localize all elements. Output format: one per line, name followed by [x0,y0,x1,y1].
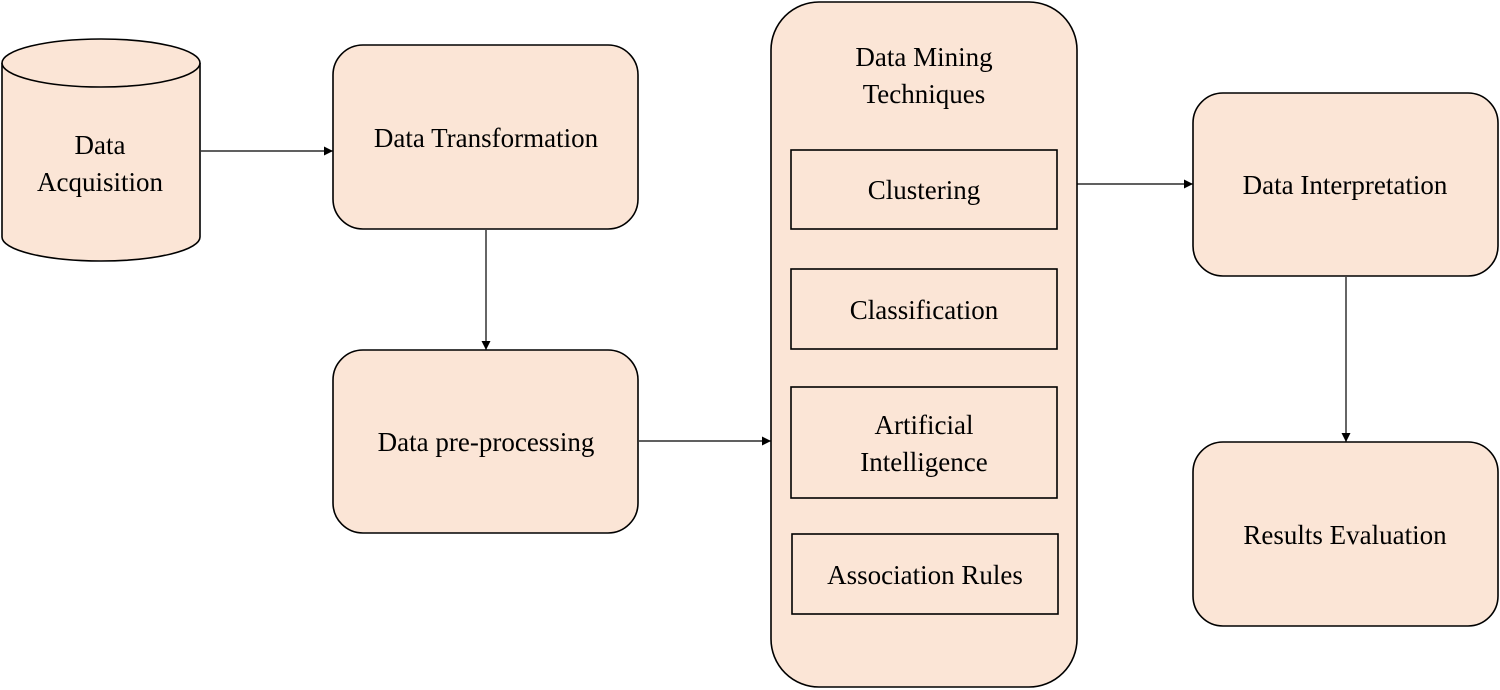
technique-association-rules: Association Rules [791,533,1059,615]
data-transformation-box [332,44,639,230]
technique-classification-label: Classification [850,295,999,325]
data-preprocessing-node: Data pre-processing [332,349,639,534]
data-acquisition-label-line2: Acquisition [37,167,163,197]
data-acquisition-label-line1: Data [75,130,126,160]
data-acquisition-node: Data Acquisition [1,38,201,262]
data-preprocessing-label: Data pre-processing [378,427,595,457]
technique-clustering: Clustering [790,149,1058,230]
technique-association-rules-label: Association Rules [827,560,1023,590]
technique-classification-box [790,268,1058,350]
technique-association-rules-box [791,533,1059,615]
technique-clustering-box [790,149,1058,230]
data-interpretation-node: Data Interpretation [1192,92,1499,277]
technique-artificial-intelligence-line2: Intelligence [860,447,987,477]
cylinder-body [1,63,201,262]
data-mining-title-line2: Techniques [863,79,986,109]
technique-artificial-intelligence-line1: Artificial [875,410,974,440]
data-transformation-node: Data Transformation [332,44,639,230]
data-mining-node: Data Mining Techniques Clustering Classi… [770,1,1078,688]
technique-clustering-label: Clustering [868,175,981,205]
data-interpretation-label: Data Interpretation [1243,170,1448,200]
results-evaluation-label: Results Evaluation [1243,520,1447,550]
results-evaluation-node: Results Evaluation [1192,441,1499,627]
technique-artificial-intelligence: Artificial Intelligence [790,386,1058,499]
data-transformation-label: Data Transformation [374,123,599,153]
technique-classification: Classification [790,268,1058,350]
cylinder-top [1,38,201,88]
data-mining-title-line1: Data Mining [855,42,992,72]
technique-artificial-intelligence-box [790,386,1058,499]
